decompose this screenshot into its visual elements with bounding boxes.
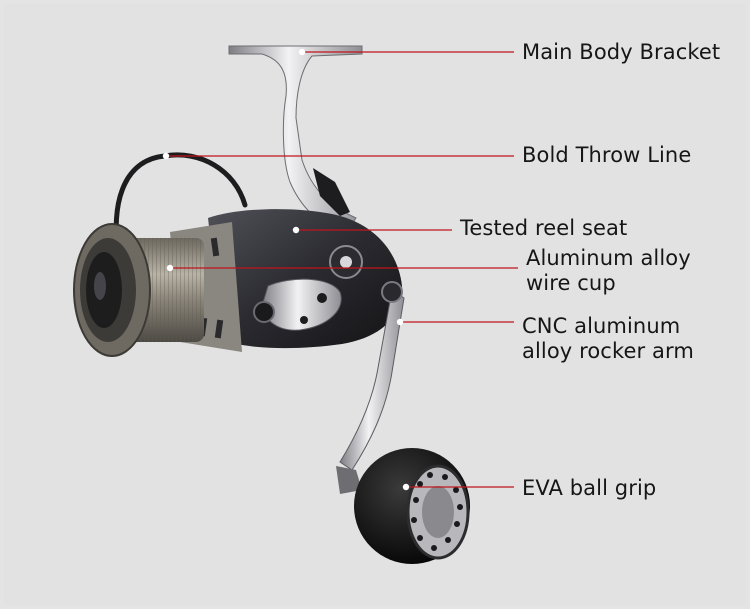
label-line-1: Aluminum alloy: [526, 246, 691, 270]
bail-wire-top: [162, 152, 248, 208]
bracket-cutout: [313, 168, 350, 216]
label-tested-reel-seat: Tested reel seat: [460, 216, 627, 241]
label-cnc-rocker-arm: CNC aluminum alloy rocker arm: [522, 314, 694, 364]
label-text: Bold Throw Line: [522, 143, 692, 167]
leader-lines: [166, 51, 518, 488]
rotor-screw: [300, 316, 308, 324]
label-aluminum-wire-cup: Aluminum alloy wire cup: [526, 246, 691, 296]
label-bold-throw-line: Bold Throw Line: [522, 143, 691, 168]
bail-arm-pivot: [253, 301, 275, 323]
label-text: EVA ball grip: [522, 476, 657, 500]
knob-stem: [336, 466, 362, 494]
label-text: Main Body Bracket: [522, 40, 721, 64]
handle-cap: [381, 281, 403, 303]
rotor-silver-plate: [261, 278, 342, 331]
label-line-1: CNC aluminum: [522, 314, 681, 338]
label-line-2: wire cup: [526, 271, 616, 295]
label-line-2: alloy rocker arm: [522, 339, 694, 363]
label-main-body-bracket: Main Body Bracket: [522, 40, 720, 65]
label-text: Tested reel seat: [460, 216, 628, 240]
label-eva-ball-grip: EVA ball grip: [522, 476, 656, 501]
leader-dots: [162, 48, 410, 491]
rotor-screw: [317, 293, 327, 303]
knob-holes: [411, 472, 463, 551]
